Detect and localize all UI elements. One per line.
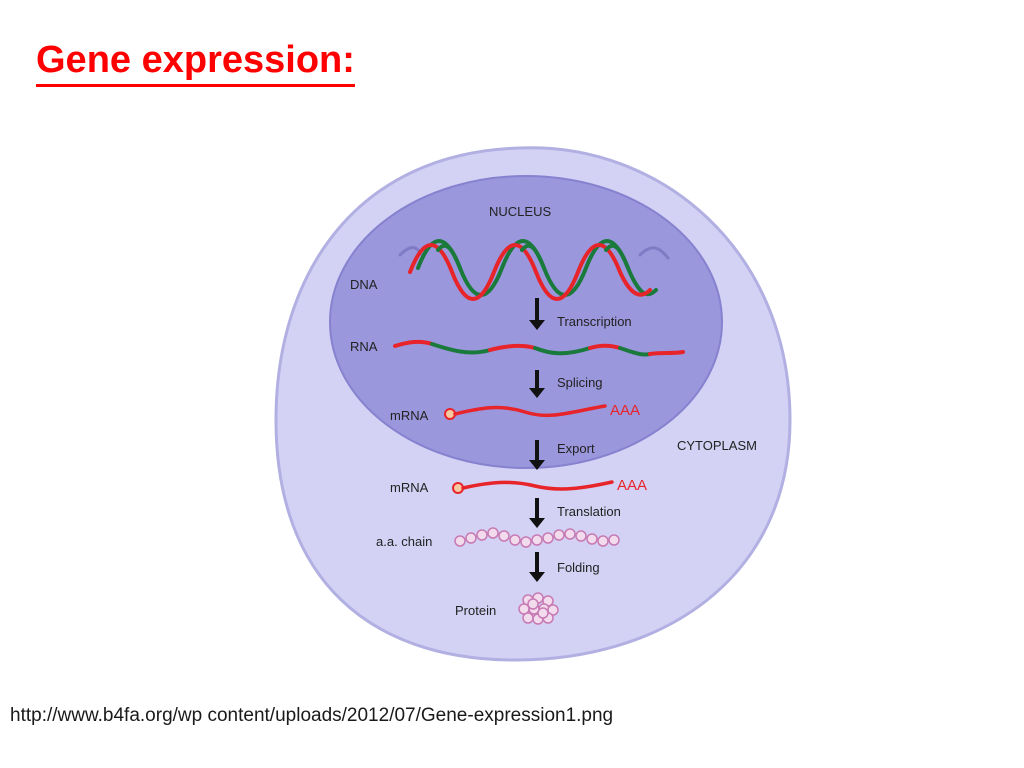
amino-acid-bead bbox=[575, 530, 587, 542]
amino-acid-bead bbox=[553, 529, 565, 541]
rna-segment-green-1 bbox=[430, 342, 492, 355]
step-splicing-label: Splicing bbox=[557, 375, 603, 390]
amino-acid-bead bbox=[476, 529, 488, 541]
dna-strand-red bbox=[408, 243, 652, 301]
amino-acid-bead bbox=[542, 532, 554, 544]
rna-segment-red-1 bbox=[393, 339, 434, 348]
poly-a-tail-cytoplasm: AAA bbox=[617, 477, 647, 494]
dna-label: DNA bbox=[350, 277, 378, 292]
arrow-head-1 bbox=[529, 320, 545, 330]
amino-acid-bead bbox=[531, 534, 543, 546]
arrow-head-2 bbox=[529, 388, 545, 398]
arrow-head-5 bbox=[529, 572, 545, 582]
dna-helix bbox=[398, 239, 670, 301]
source-url: http://www.b4fa.org/wp content/uploads/2… bbox=[10, 705, 614, 726]
amino-acid-bead bbox=[465, 532, 477, 544]
rna-segment-red-2 bbox=[488, 343, 537, 352]
amino-acid-bead bbox=[509, 534, 521, 546]
protein-bead bbox=[547, 604, 559, 616]
rna-segment-red-3 bbox=[588, 343, 622, 350]
amino-acid-bead bbox=[586, 533, 598, 545]
dna-strand-faint-right bbox=[638, 246, 670, 260]
amino-acid-bead bbox=[564, 528, 576, 540]
process-arrows bbox=[529, 298, 545, 582]
mrna-nuclear-strand bbox=[453, 404, 607, 418]
slide-title: Gene expression: bbox=[36, 36, 355, 87]
amino-acid-bead bbox=[498, 530, 510, 542]
amino-acid-bead bbox=[454, 535, 466, 547]
nucleus bbox=[329, 175, 723, 469]
folded-protein bbox=[518, 592, 559, 625]
step-folding-label: Folding bbox=[557, 560, 600, 575]
protein-bead bbox=[527, 598, 539, 610]
arrow-head-4 bbox=[529, 518, 545, 528]
mrna-cytoplasm-strand bbox=[461, 480, 614, 491]
dna-strand-green-overlay bbox=[436, 243, 630, 270]
rna-label: RNA bbox=[350, 339, 378, 354]
amino-acid-bead bbox=[597, 535, 609, 547]
mrna-nuclear bbox=[444, 404, 607, 420]
amino-acid-bead bbox=[487, 527, 499, 539]
arrow-head-3 bbox=[529, 460, 545, 470]
protein-label: Protein bbox=[455, 603, 496, 618]
protein-bead bbox=[537, 607, 549, 619]
mrna-nuclear-label: mRNA bbox=[390, 408, 429, 423]
amino-acid-chain bbox=[454, 527, 620, 548]
step-transcription-label: Transcription bbox=[557, 314, 632, 329]
amino-acid-bead bbox=[608, 534, 620, 546]
step-export-label: Export bbox=[557, 441, 595, 456]
rna-segment-green-3 bbox=[618, 346, 652, 357]
step-translation-label: Translation bbox=[557, 504, 621, 519]
mrna-cytoplasm bbox=[452, 480, 614, 494]
amino-acid-bead bbox=[520, 536, 532, 548]
mrna-cytoplasm-label: mRNA bbox=[390, 480, 429, 495]
cytoplasm-label: CYTOPLASM bbox=[677, 438, 757, 453]
aa-chain-label: a.a. chain bbox=[376, 534, 432, 549]
rna-segment-green-2 bbox=[533, 346, 592, 356]
protein-bead bbox=[522, 612, 534, 624]
nucleus-label: NUCLEUS bbox=[489, 204, 551, 219]
poly-a-tail-nuclear: AAA bbox=[610, 402, 640, 419]
rna-strand bbox=[393, 339, 685, 357]
rna-segment-red-4 bbox=[648, 350, 685, 356]
